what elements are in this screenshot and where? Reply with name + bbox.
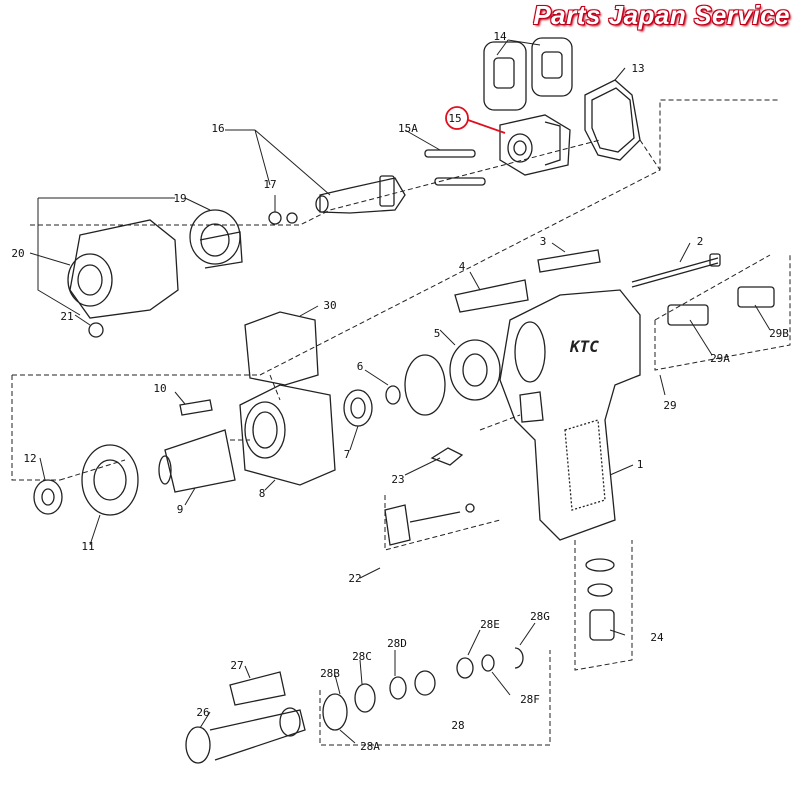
- label-10: 10: [153, 382, 166, 395]
- part-7-bearing: [343, 389, 373, 427]
- label-1: 1: [637, 458, 644, 471]
- label-3: 3: [540, 235, 547, 248]
- label-2: 2: [697, 235, 704, 248]
- part-6-ring: [385, 385, 401, 405]
- label-28a: 28A: [360, 740, 380, 753]
- label-23: 23: [391, 473, 404, 486]
- label-29a: 29A: [710, 352, 730, 365]
- label-30: 30: [323, 299, 336, 312]
- part-1-housing: [499, 289, 641, 541]
- part-number-labels: 15 14 13 15A 16 17 19 20 21 30 4 3 2 5 6…: [11, 30, 789, 753]
- part-8-cylinder: [239, 384, 336, 486]
- part-4-label: [454, 279, 529, 313]
- label-4: 4: [459, 260, 466, 273]
- part-21-ring: [88, 322, 104, 338]
- part-13-gasket: [584, 79, 641, 161]
- label-28: 28: [451, 719, 464, 732]
- part-15-highlight: [445, 106, 506, 134]
- label-22: 22: [348, 572, 361, 585]
- part-29-switch-assembly: [667, 286, 775, 326]
- part-9-rotor: [158, 429, 236, 493]
- label-24: 24: [650, 631, 664, 644]
- part-24-air-inlet: [585, 558, 615, 641]
- part-22-trigger: [384, 503, 475, 546]
- label-28f: 28F: [520, 693, 540, 706]
- label-19: 19: [173, 192, 186, 205]
- label-29b: 29B: [769, 327, 789, 340]
- label-28g: 28G: [530, 610, 550, 623]
- label-26: 26: [196, 706, 209, 719]
- label-6: 6: [357, 360, 364, 373]
- part-5-regulator: [404, 339, 501, 416]
- label-15a: 15A: [398, 122, 418, 135]
- part-30-sleeve: [244, 311, 319, 386]
- label-7: 7: [344, 448, 351, 461]
- part-14-hammer-pair: [483, 37, 573, 111]
- part-3-label: [537, 249, 601, 273]
- label-15: 15: [448, 112, 461, 125]
- label-27: 27: [230, 659, 243, 672]
- housing-logo: KTC: [569, 337, 599, 356]
- label-16: 16: [211, 122, 224, 135]
- label-28d: 28D: [387, 637, 407, 650]
- part-26-handle-fitting: [185, 707, 306, 764]
- part-16-anvil: [315, 175, 406, 214]
- label-21: 21: [60, 310, 73, 323]
- label-28c: 28C: [352, 650, 372, 663]
- label-8: 8: [259, 487, 266, 500]
- label-28e: 28E: [480, 618, 500, 631]
- part-11-end-plate: [81, 444, 139, 516]
- label-13: 13: [631, 62, 644, 75]
- watermark-brand: Parts Japan Service: [533, 0, 790, 30]
- label-5: 5: [434, 327, 441, 340]
- part-2-bolt: [631, 253, 721, 288]
- part-15-hammer-cage: [499, 114, 571, 176]
- part-20-front-cover: [67, 219, 179, 319]
- part-23-spring: [430, 447, 464, 466]
- label-9: 9: [177, 503, 184, 516]
- part-27-cover: [229, 671, 286, 706]
- label-29: 29: [663, 399, 676, 412]
- label-28b: 28B: [320, 667, 340, 680]
- part-17-small-parts: [268, 211, 298, 225]
- leader-lines: [29, 39, 771, 744]
- part-12-bearing: [33, 479, 63, 515]
- part-28-group: [322, 647, 524, 731]
- part-19-bushing: [189, 209, 243, 269]
- label-17: 17: [263, 178, 276, 191]
- label-20: 20: [11, 247, 24, 260]
- label-14: 14: [493, 30, 507, 43]
- label-12: 12: [23, 452, 36, 465]
- label-11: 11: [81, 540, 94, 553]
- part-10-vane: [179, 399, 213, 416]
- part-15a-pins: [424, 149, 486, 186]
